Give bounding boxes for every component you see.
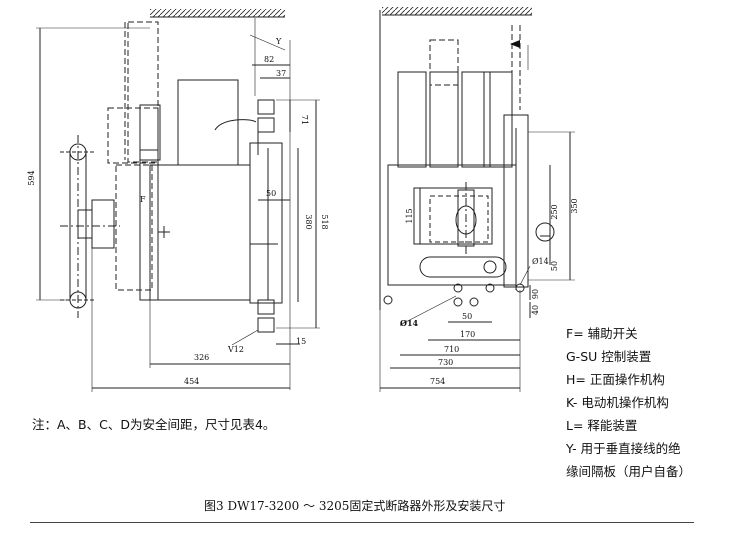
label-phi14-a: Ø14 xyxy=(400,318,419,328)
dim-380: 380 xyxy=(304,214,313,229)
dim-115: 115 xyxy=(405,208,414,223)
dim-326: 326 xyxy=(194,353,209,362)
dim-40: 40 xyxy=(531,305,540,315)
dim-518: 518 xyxy=(320,214,329,229)
legend-item: H= 正面操作机构 xyxy=(566,372,665,387)
front-view xyxy=(379,7,575,392)
dim-710: 710 xyxy=(444,345,459,354)
dim-250: 250 xyxy=(550,204,559,219)
legend-item: 缘间隔板（用户自备） xyxy=(566,464,692,479)
side-view xyxy=(36,9,320,392)
dim-37: 37 xyxy=(276,69,286,78)
legend-item: F= 辅助开关 xyxy=(566,326,638,341)
ceiling-hatch-left xyxy=(150,9,285,17)
dim-170: 170 xyxy=(460,330,475,339)
dim-71: 71 xyxy=(300,115,309,125)
label-y: Y xyxy=(275,37,282,46)
label-phi14-b: Ø14 xyxy=(532,257,549,266)
dim-350: 350 xyxy=(570,198,579,213)
legend-item: K- 电动机操作机构 xyxy=(566,395,669,410)
legend-item: G-SU 控制装置 xyxy=(566,349,652,364)
arrow-icon xyxy=(510,40,520,48)
dim-15: 15 xyxy=(296,337,306,346)
legend-item: Y- 用于垂直接线的绝 xyxy=(566,441,681,456)
bottom-rule xyxy=(30,522,694,523)
legend-list: F= 辅助开关 G-SU 控制装置 H= 正面操作机构 K- 电动机操作机构 L… xyxy=(566,322,691,483)
dim-730: 730 xyxy=(438,358,453,367)
dim-754: 754 xyxy=(430,377,445,386)
figure-caption: 图3 DW17-3200 ～ 3205固定式断路器外形及安装尺寸 xyxy=(204,499,506,513)
label-f: F xyxy=(140,195,146,204)
dim-50-bottom: 50 xyxy=(462,312,472,321)
dim-594: 594 xyxy=(27,170,36,185)
front-panel xyxy=(387,164,517,286)
dim-82: 82 xyxy=(264,55,274,64)
safety-note: 注：A、B、C、D为安全间距，尺寸见表4。 xyxy=(32,417,276,432)
dim-454: 454 xyxy=(184,377,199,386)
dim-90: 90 xyxy=(531,289,540,299)
dim-50-side: 50 xyxy=(550,261,559,271)
label-v12: V12 xyxy=(227,345,244,354)
legend-item: L= 释能装置 xyxy=(566,418,638,433)
dim-50: 50 xyxy=(266,189,276,198)
ceiling-hatch-right xyxy=(382,7,532,15)
